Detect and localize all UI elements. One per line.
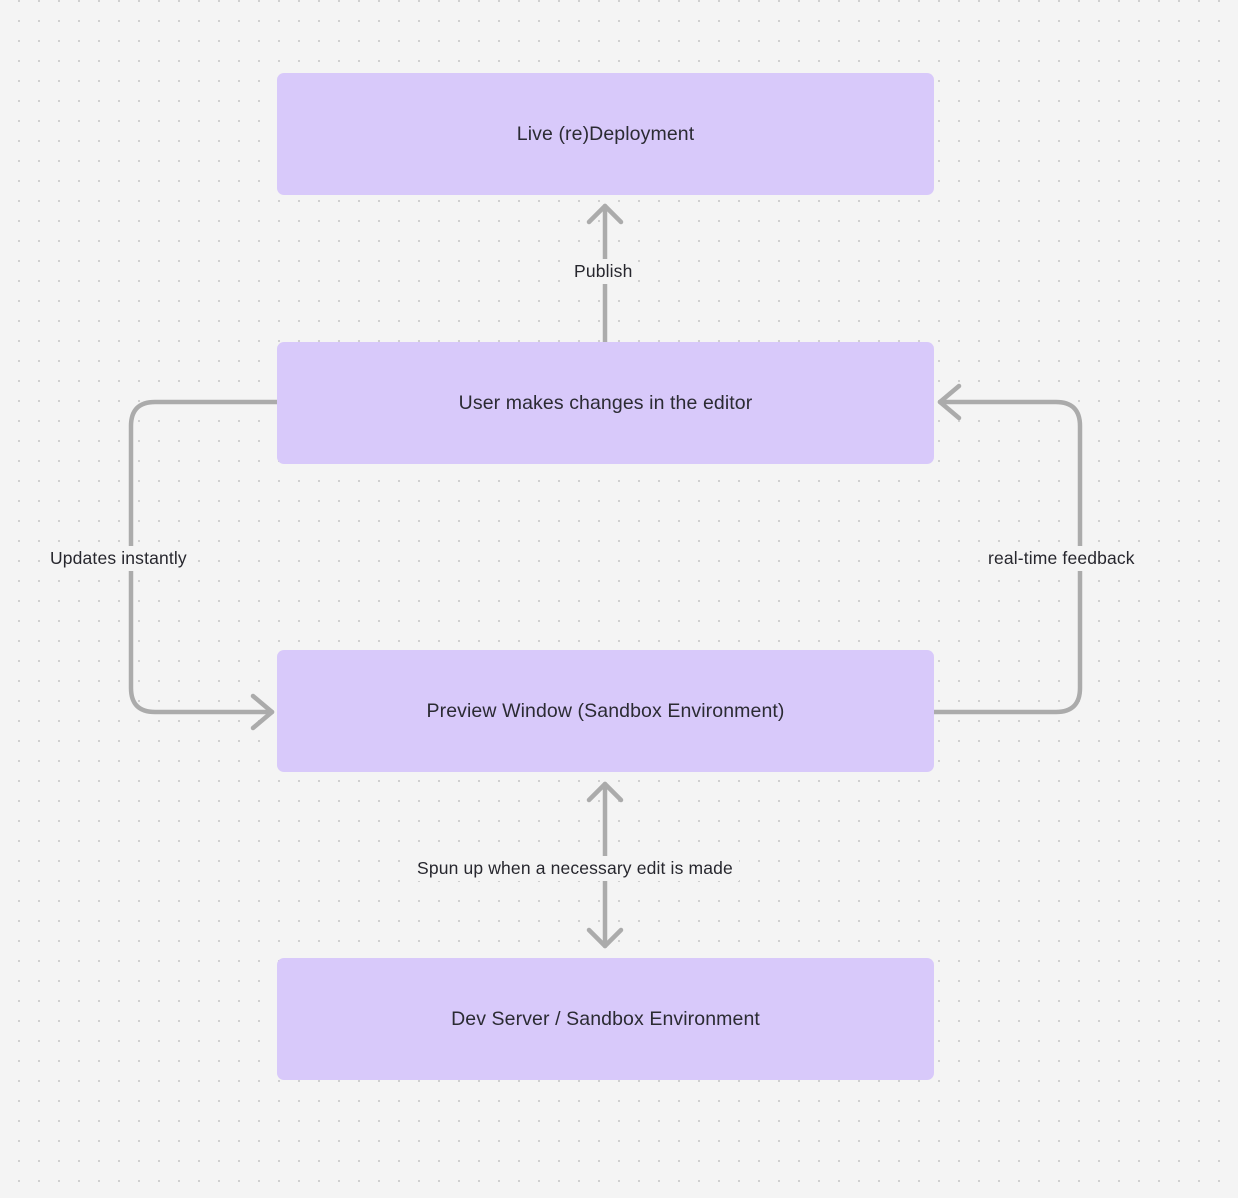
edge-label-publish: Publish — [568, 259, 639, 284]
node-label: Dev Server / Sandbox Environment — [451, 1007, 760, 1030]
node-label: Preview Window (Sandbox Environment) — [426, 699, 785, 722]
node-user-editor[interactable]: User makes changes in the editor — [277, 342, 934, 464]
edge-label-spun-up: Spun up when a necessary edit is made — [411, 856, 739, 881]
edge-label-updates-instantly: Updates instantly — [44, 546, 193, 571]
edge-label-real-time-feedback: real-time feedback — [982, 546, 1141, 571]
node-preview-window[interactable]: Preview Window (Sandbox Environment) — [277, 650, 934, 772]
node-label: Live (re)Deployment — [516, 122, 695, 145]
node-label: User makes changes in the editor — [458, 391, 753, 414]
node-dev-server[interactable]: Dev Server / Sandbox Environment — [277, 958, 934, 1080]
node-live-deployment[interactable]: Live (re)Deployment — [277, 73, 934, 195]
